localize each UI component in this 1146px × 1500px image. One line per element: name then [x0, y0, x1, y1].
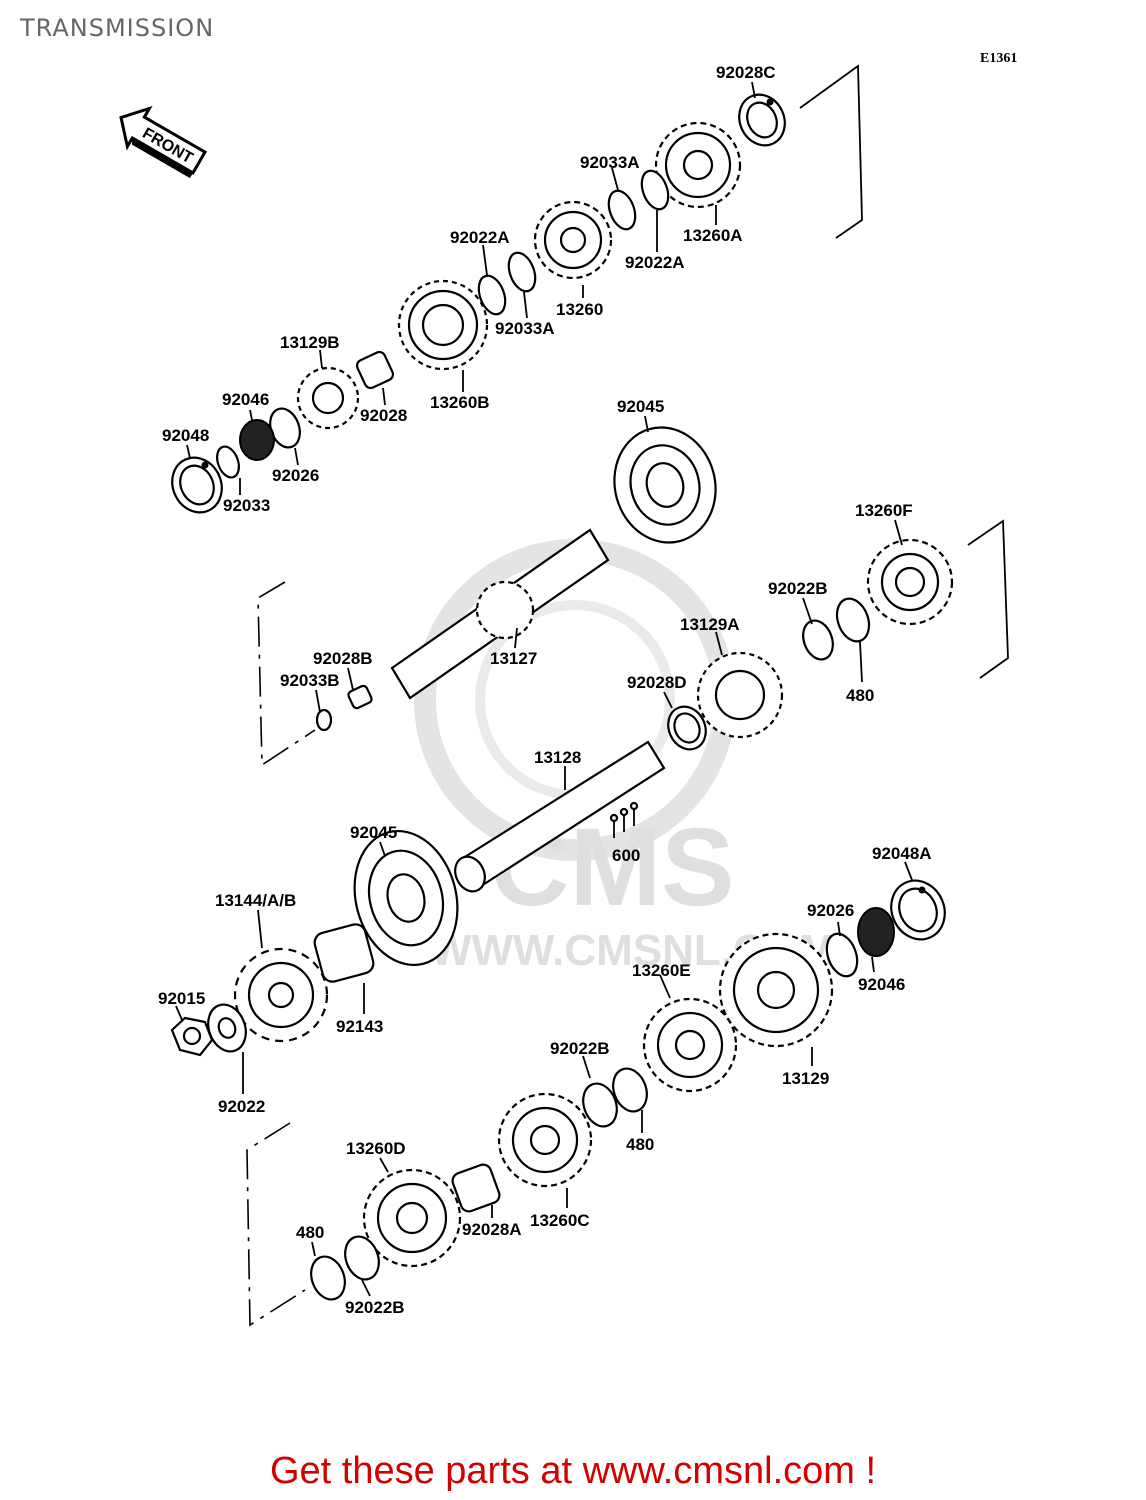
part-92026-washer-bottom: [825, 932, 859, 978]
label-13260c: 13260C: [530, 1211, 590, 1230]
label-13260b: 13260B: [430, 393, 490, 412]
part-92028d-bushing: [667, 705, 707, 751]
part-92022a-washer-left: [477, 274, 507, 316]
label-92022: 92022: [218, 1097, 265, 1116]
part-92015-nut: [170, 1016, 214, 1057]
part-92028a-bushing: [451, 1163, 501, 1213]
diagram-code: E1361: [980, 51, 1017, 66]
part-92143-collar: [313, 923, 375, 983]
part-92033a-circlip: [607, 189, 637, 231]
label-13129a: 13129A: [680, 615, 740, 634]
label-13127: 13127: [490, 649, 537, 668]
label-92022b-right: 92022B: [768, 579, 828, 598]
part-13260f-gear: [866, 538, 954, 626]
part-480-circlip-right: [835, 597, 871, 643]
label-480-right: 480: [846, 686, 874, 705]
label-92026-bottom: 92026: [807, 901, 854, 920]
part-92028-bushing: [355, 350, 395, 390]
label-92045-top: 92045: [617, 397, 664, 416]
part-13127-shaft: [390, 528, 610, 700]
part-13260-gear: [533, 200, 613, 280]
label-92022a-left: 92022A: [450, 228, 510, 247]
label-13260a: 13260A: [683, 226, 743, 245]
page-title: TRANSMISSION: [20, 14, 215, 42]
bracket-lines: [246, 64, 1009, 1327]
label-92033b: 92033B: [280, 671, 340, 690]
label-92022b-low: 92022B: [345, 1298, 405, 1317]
label-92048a: 92048A: [872, 844, 932, 863]
label-13260e: 13260E: [632, 961, 691, 980]
part-92033a-circlip-lower: [507, 251, 537, 293]
part-92033b-circlip: [315, 708, 333, 732]
part-92045-bearing-mid: [353, 829, 459, 967]
label-92033: 92033: [223, 496, 270, 515]
label-13260d: 13260D: [346, 1139, 406, 1158]
part-13260b-gear: [397, 279, 489, 371]
label-13129b: 13129B: [280, 333, 340, 352]
leader-lines: [175, 81, 913, 1297]
label-480-mid: 480: [626, 1135, 654, 1154]
part-13260c-gear: [497, 1092, 593, 1188]
label-92046-top: 92046: [222, 390, 269, 409]
label-13144: 13144/A/B: [215, 891, 296, 910]
part-92033-circlip: [216, 445, 240, 479]
label-92015: 92015: [158, 989, 205, 1008]
part-13144-sprocket: [233, 947, 329, 1043]
label-92033a-low: 92033A: [495, 319, 555, 338]
label-92022a-right: 92022A: [625, 253, 685, 272]
part-92022b-washer-mid: [582, 1082, 618, 1128]
part-92045-bearing-top: [613, 426, 717, 544]
label-92143: 92143: [336, 1017, 383, 1036]
label-92028a: 92028A: [462, 1220, 522, 1239]
label-92028c: 92028C: [716, 63, 776, 82]
label-13128: 13128: [534, 748, 581, 767]
label-92026-top: 92026: [272, 466, 319, 485]
part-92046-bearing-bottom: [857, 907, 895, 957]
label-92028d: 92028D: [627, 673, 687, 692]
label-92028b: 92028B: [313, 649, 373, 668]
label-13260: 13260: [556, 300, 603, 319]
label-13260f: 13260F: [855, 501, 913, 520]
label-92022b-mid: 92022B: [550, 1039, 610, 1058]
label-92046-bottom: 92046: [858, 975, 905, 994]
part-600-pins: [609, 801, 639, 838]
front-arrow-icon: FRONT: [119, 105, 208, 179]
part-13260d-gear: [362, 1168, 462, 1268]
part-92048a-collar: [890, 879, 946, 941]
part-92028b-bushing: [347, 684, 373, 710]
part-labels: 92028C 92033A 13260A 92022A 92022A 13260…: [158, 63, 932, 1317]
part-92048-collar: [171, 456, 223, 514]
label-13129: 13129: [782, 1069, 829, 1088]
label-600: 600: [612, 846, 640, 865]
footer-link[interactable]: Get these parts at www.cmsnl.com !: [269, 1450, 877, 1492]
label-92045-mid: 92045: [350, 823, 397, 842]
part-92046-bearing: [239, 419, 275, 461]
part-13260e-gear: [642, 997, 738, 1093]
part-92028c-bushing: [738, 93, 786, 147]
label-92033a-top: 92033A: [580, 153, 640, 172]
label-480-low: 480: [296, 1223, 324, 1242]
label-92048: 92048: [162, 426, 209, 445]
part-92022-washer: [207, 1003, 247, 1053]
part-13129a-gear: [696, 651, 784, 739]
part-13128-shaft: [454, 740, 666, 893]
part-13129-gear: [718, 932, 834, 1048]
part-92022a-washer: [640, 169, 670, 211]
part-13129b-gear: [296, 366, 360, 430]
part-13260a-gear: [654, 121, 742, 209]
part-92022b-washer-low: [344, 1235, 380, 1281]
part-480-circlip-low: [310, 1255, 346, 1301]
part-92022b-washer-right: [802, 619, 834, 661]
label-92028: 92028: [360, 406, 407, 425]
part-480-circlip-mid: [612, 1067, 648, 1113]
